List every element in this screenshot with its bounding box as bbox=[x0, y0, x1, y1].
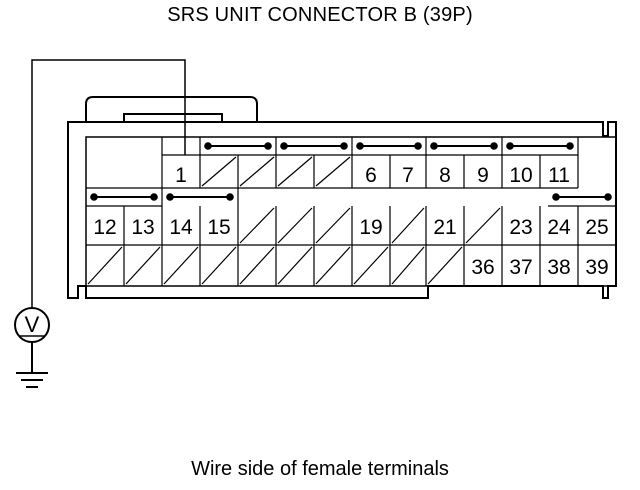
voltmeter-icon: V bbox=[14, 307, 50, 343]
pin-labels: 1 6 7 8 9 10 11 12 13 14 15 19 21 23 24 … bbox=[93, 164, 608, 279]
pin-19: 19 bbox=[359, 216, 382, 239]
pin-39: 39 bbox=[585, 256, 608, 279]
diagram-title: SRS UNIT CONNECTOR B (39P) bbox=[167, 4, 473, 26]
pin-24: 24 bbox=[547, 216, 571, 239]
pin-25: 25 bbox=[585, 216, 608, 239]
pin-12: 12 bbox=[93, 216, 116, 239]
diagram-caption: Wire side of female terminals bbox=[191, 458, 449, 480]
pin-1: 1 bbox=[175, 164, 187, 187]
pin-10: 10 bbox=[509, 164, 532, 187]
terminal-grid bbox=[86, 137, 616, 286]
pin-13: 13 bbox=[131, 216, 154, 239]
voltmeter-label: V bbox=[25, 312, 40, 337]
probe-wire bbox=[31, 59, 186, 308]
pin-14: 14 bbox=[169, 216, 193, 239]
pin-23: 23 bbox=[509, 216, 532, 239]
pin-21: 21 bbox=[433, 216, 456, 239]
pin-36: 36 bbox=[471, 256, 494, 279]
terminal-frame bbox=[85, 136, 617, 287]
pin-38: 38 bbox=[547, 256, 570, 279]
pin-6: 6 bbox=[365, 164, 377, 187]
pin-11: 11 bbox=[548, 164, 570, 187]
ground-icon bbox=[16, 342, 48, 388]
shorting-bars bbox=[90, 142, 612, 201]
unused-cavities bbox=[87, 156, 501, 285]
pin-9: 9 bbox=[477, 164, 489, 187]
pin-37: 37 bbox=[509, 256, 532, 279]
connector-housing bbox=[67, 121, 617, 299]
pin-7: 7 bbox=[402, 164, 414, 187]
connector-lock-tab bbox=[85, 96, 258, 122]
pin-8: 8 bbox=[439, 164, 451, 187]
pin-15: 15 bbox=[207, 216, 230, 239]
